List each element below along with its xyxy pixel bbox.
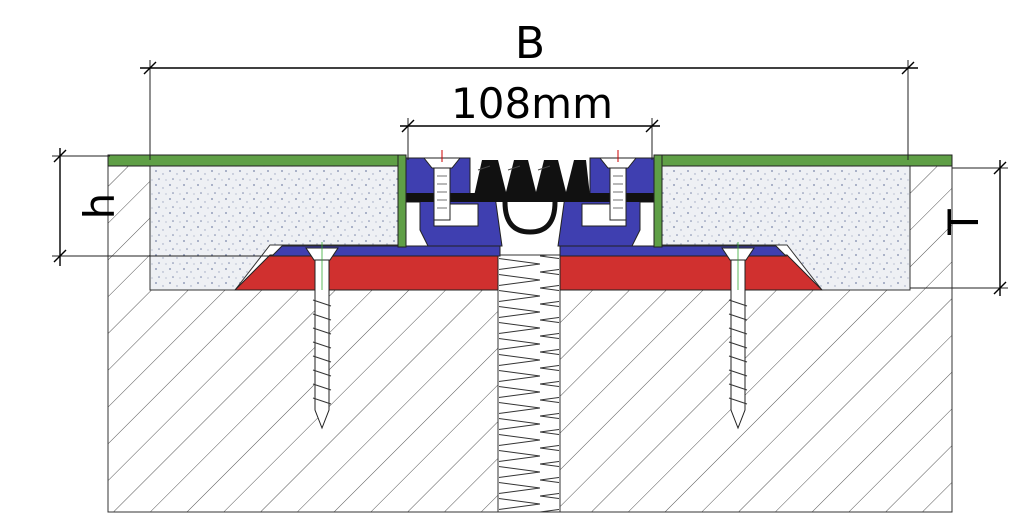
joint-gap-filler bbox=[497, 254, 561, 513]
anchor-screw-icon bbox=[305, 242, 339, 430]
countersunk-bolt-icon bbox=[598, 150, 638, 221]
cover-plate bbox=[107, 154, 953, 248]
rubber-seal bbox=[404, 160, 656, 235]
label-B: B bbox=[515, 18, 545, 69]
label-108mm: 108mm bbox=[451, 79, 613, 128]
label-h: h bbox=[75, 193, 124, 220]
dimension-h: h bbox=[52, 148, 280, 266]
anchor-screw-icon bbox=[721, 242, 755, 430]
dimension-B: B bbox=[140, 18, 918, 160]
dimension-gap: 108mm bbox=[400, 79, 660, 160]
dimension-T: T bbox=[910, 160, 1008, 296]
countersunk-bolt-icon bbox=[422, 150, 462, 221]
label-T: T bbox=[939, 209, 988, 236]
